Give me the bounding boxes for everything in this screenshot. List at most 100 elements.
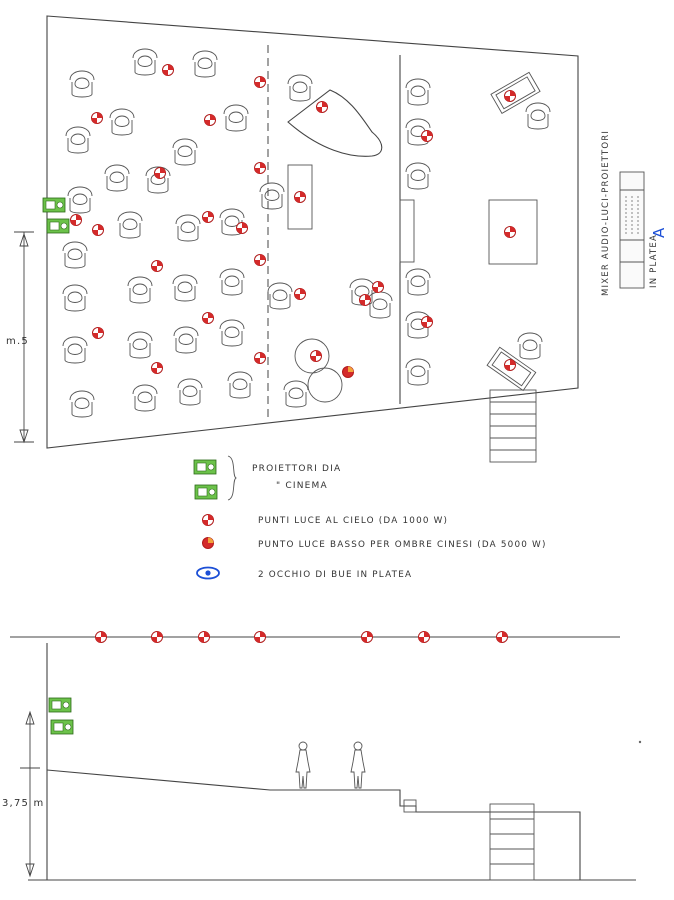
stage-light-icon	[254, 352, 266, 364]
stage-light-icon	[162, 64, 174, 76]
chair-icon	[175, 214, 201, 242]
chair-icon	[267, 282, 293, 310]
chair-icon	[405, 78, 431, 106]
stage-light-icon	[254, 254, 266, 266]
margin-dot	[638, 740, 642, 744]
chair-icon	[117, 211, 143, 239]
stage-light-icon	[254, 162, 266, 174]
chair-icon	[405, 162, 431, 190]
bed-top	[490, 71, 541, 115]
section-projectors	[48, 697, 74, 735]
height-dimension: 3,75 m	[2, 710, 44, 878]
table-center	[488, 199, 538, 265]
stage-light-icon	[421, 130, 433, 142]
chair-icon	[62, 336, 88, 364]
chair-icon	[283, 380, 309, 408]
piano	[287, 89, 383, 157]
seating-profile	[46, 769, 581, 880]
stage-light-icon	[254, 631, 266, 643]
stage-light-icon	[91, 112, 103, 124]
mixer-letter: A	[650, 227, 668, 238]
chair-icon	[517, 332, 543, 360]
stage-light-icon	[202, 514, 214, 526]
stage-light-icon	[95, 631, 107, 643]
stage-light-icon	[496, 631, 508, 643]
low-light-icon	[202, 537, 214, 549]
stage-light-icon	[254, 76, 266, 88]
legend-projectors-2: " CINEMA	[276, 481, 328, 491]
stage-light-icon	[92, 327, 104, 339]
width-dimension: m.5	[6, 231, 34, 444]
stage-light-icon	[202, 211, 214, 223]
round-table-1	[294, 338, 330, 374]
section-view: 3,75 m	[2, 631, 642, 881]
stage-light-icon	[151, 260, 163, 272]
chair-icon	[219, 268, 245, 296]
chair-icon	[287, 74, 313, 102]
chair-icon	[62, 284, 88, 312]
stage-light-icon	[202, 312, 214, 324]
chair-icon	[525, 102, 551, 130]
legend-brace	[227, 455, 237, 501]
stage-door	[399, 199, 415, 263]
plan-view: m.5 MIXER AUDIO-LUCI-PROIETTORI IN PLATE…	[6, 15, 668, 463]
chair-icon	[223, 104, 249, 132]
projector-icon	[193, 459, 217, 475]
chair-icon	[132, 48, 158, 76]
chair-icon	[127, 276, 153, 304]
stage-light-icon	[198, 631, 210, 643]
legend: PROIETTORI DIA " CINEMA PUNTI LUCE AL CI…	[193, 455, 547, 580]
person-silhouette-icon	[295, 741, 311, 789]
stage-light-icon	[70, 214, 82, 226]
chair-icon	[132, 384, 158, 412]
person-silhouette-icon	[350, 741, 366, 789]
stage-light-icon	[504, 359, 516, 371]
hall-outline	[46, 15, 579, 449]
chair-icon	[109, 108, 135, 136]
stage-light-icon	[310, 350, 322, 362]
stage-light-icon	[372, 281, 384, 293]
table-left	[287, 164, 313, 230]
audience-seating	[62, 48, 551, 418]
stage-light-icon	[316, 101, 328, 113]
chair-icon	[219, 319, 245, 347]
projector-icon	[48, 697, 72, 713]
chair-icon	[173, 326, 199, 354]
eye-icon	[196, 566, 220, 580]
chair-icon	[65, 126, 91, 154]
chair-icon	[67, 186, 93, 214]
legend-bullseye: 2 OCCHIO DI BUE IN PLATEA	[258, 570, 412, 580]
stage-light-icon	[236, 222, 248, 234]
dimension-label: m.5	[6, 336, 29, 347]
stage-light-icon	[204, 114, 216, 126]
chair-icon	[62, 241, 88, 269]
section-stairs	[489, 803, 535, 881]
mixer-label-2: IN PLATEA	[649, 234, 659, 288]
round-table-2	[307, 367, 343, 403]
chair-icon	[172, 138, 198, 166]
legend-low-light: PUNTO LUCE BASSO PER OMBRE CINESI (DA 50…	[258, 540, 547, 550]
legend-projectors-1: PROIETTORI DIA	[252, 464, 341, 474]
chair-icon	[127, 331, 153, 359]
stage-light-icon	[294, 288, 306, 300]
stage-light-icon	[151, 631, 163, 643]
stage-light-icon	[418, 631, 430, 643]
chair-icon	[227, 371, 253, 399]
legend-ceiling-lights: PUNTI LUCE AL CIELO (DA 1000 W)	[258, 516, 448, 526]
stage-light-icon	[154, 167, 166, 179]
height-label: 3,75 m	[2, 798, 44, 809]
chair-icon	[259, 182, 285, 210]
projector-icon	[46, 218, 70, 234]
chair-icon	[69, 390, 95, 418]
stage-light-icon	[504, 226, 516, 238]
chair-icon	[192, 50, 218, 78]
stage-light-icon	[361, 631, 373, 643]
stage-light-icon	[92, 224, 104, 236]
chair-icon	[104, 164, 130, 192]
plan-stairs	[489, 389, 537, 463]
chair-icon	[405, 268, 431, 296]
ceiling-lights	[70, 64, 516, 378]
chair-icon	[405, 358, 431, 386]
stage-light-icon	[294, 191, 306, 203]
